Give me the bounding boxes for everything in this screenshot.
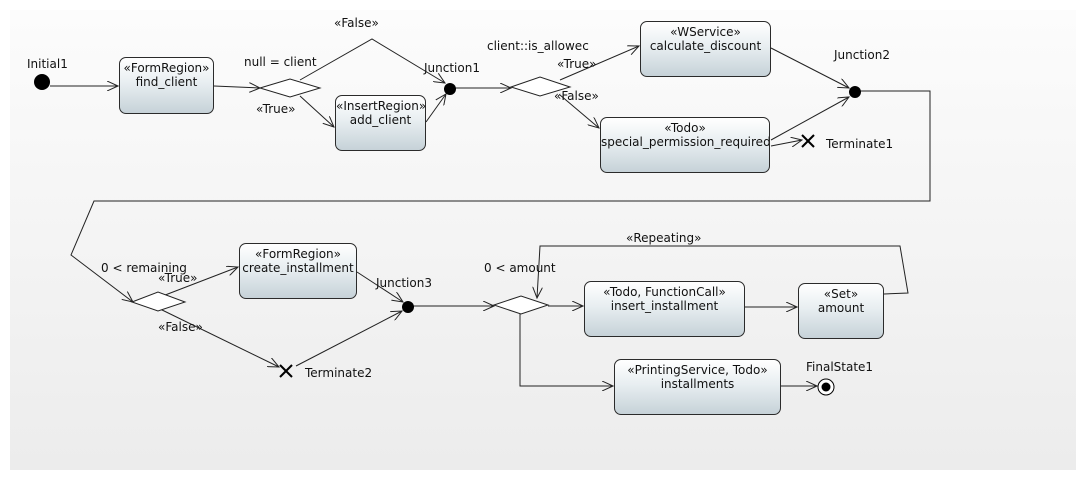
initial-label: Initial1 xyxy=(27,57,68,71)
edge-decision3-true xyxy=(159,267,238,298)
find-client-action[interactable]: «FormRegion» find_client xyxy=(119,57,214,114)
installments-action[interactable]: «PrintingService, Todo» installments xyxy=(614,359,781,415)
repeating-label: «Repeating» xyxy=(626,231,702,245)
stereotype: «InsertRegion» xyxy=(336,99,426,113)
edge-permission-to-junction2 xyxy=(770,97,849,141)
junction3-node[interactable] xyxy=(402,301,414,313)
edge-discount-to-junction2 xyxy=(770,47,849,88)
action-name: calculate_discount xyxy=(649,39,762,53)
create-installment-action[interactable]: «FormRegion» create_installment xyxy=(239,243,357,299)
guard-false-bottom: «False» xyxy=(158,320,203,334)
initial-node[interactable] xyxy=(34,74,50,90)
edge-terminate2-to-junction3 xyxy=(295,311,402,367)
calculate-discount-action[interactable]: «WService» calculate_discount xyxy=(640,21,771,77)
action-name: special_permission_required xyxy=(601,135,770,149)
stereotype: «WService» xyxy=(670,25,741,39)
stereotype: «Todo, FunctionCall» xyxy=(603,285,726,299)
edge-decision2-false xyxy=(559,94,599,128)
edge-create-to-junction3 xyxy=(356,271,403,302)
edge-decision3-false xyxy=(157,307,279,367)
junction2-node[interactable] xyxy=(849,86,861,98)
action-name: insert_installment xyxy=(610,299,719,313)
action-name: create_installment xyxy=(242,261,354,275)
terminate2-node[interactable] xyxy=(279,364,293,378)
edge-decision1-false xyxy=(299,38,445,83)
edge-decision4-to-installments xyxy=(519,313,613,386)
decision-remaining[interactable] xyxy=(130,291,187,312)
guard-true-left: «True» xyxy=(256,102,296,116)
edge-find-client-to-decision1 xyxy=(213,86,260,88)
decision-is-allowed[interactable] xyxy=(509,76,572,97)
edge-permission-to-terminate1 xyxy=(770,140,802,146)
final-state-node[interactable] xyxy=(817,378,835,396)
terminate2-label: Terminate2 xyxy=(305,366,373,380)
edge-decision2-true xyxy=(559,46,639,81)
edge-repeating-loop xyxy=(537,245,909,298)
action-name: find_client xyxy=(135,75,198,89)
guard-null-client: null = client xyxy=(244,55,317,69)
guard-false-top: «False» xyxy=(334,16,379,30)
guard-remaining: 0 < remaining xyxy=(101,261,187,275)
decision-null-client[interactable] xyxy=(258,78,322,98)
add-client-action[interactable]: «InsertRegion» add_client xyxy=(335,95,426,151)
action-name: amount xyxy=(817,301,865,315)
guard-true-right: «True» xyxy=(557,57,597,71)
edge-add-client-to-junction1 xyxy=(425,94,446,123)
guard-amount: 0 < amount xyxy=(484,261,556,275)
junction1-node[interactable] xyxy=(444,83,456,95)
stereotype: «FormRegion» xyxy=(123,61,210,75)
action-name: add_client xyxy=(349,113,412,127)
stereotype: «PrintingService, Todo» xyxy=(627,363,768,377)
final-state-label: FinalState1 xyxy=(806,360,874,374)
terminate1-node[interactable] xyxy=(801,134,815,148)
guard-is-allowed: client::is_allowec xyxy=(487,39,589,53)
terminate1-label: Terminate1 xyxy=(826,137,894,151)
junction2-label: Junction2 xyxy=(834,48,890,62)
insert-installment-action[interactable]: «Todo, FunctionCall» insert_installment xyxy=(584,281,745,337)
special-permission-action[interactable]: «Todo» special_permission_required xyxy=(600,117,770,173)
junction1-label: Junction1 xyxy=(424,61,480,75)
junction3-label: Junction3 xyxy=(376,276,432,290)
stereotype: «Set» xyxy=(823,287,859,301)
guard-false-right: «False» xyxy=(554,89,599,103)
guard-true-bottom: «True» xyxy=(158,271,198,285)
action-name: installments xyxy=(660,377,735,391)
decision-amount[interactable] xyxy=(492,295,550,315)
edge-junction2-to-decision3 xyxy=(70,90,931,302)
stereotype: «Todo» xyxy=(664,121,706,135)
stereotype: «FormRegion» xyxy=(255,247,341,261)
set-amount-action[interactable]: «Set» amount xyxy=(798,283,884,339)
edge-decision1-true xyxy=(299,95,334,127)
